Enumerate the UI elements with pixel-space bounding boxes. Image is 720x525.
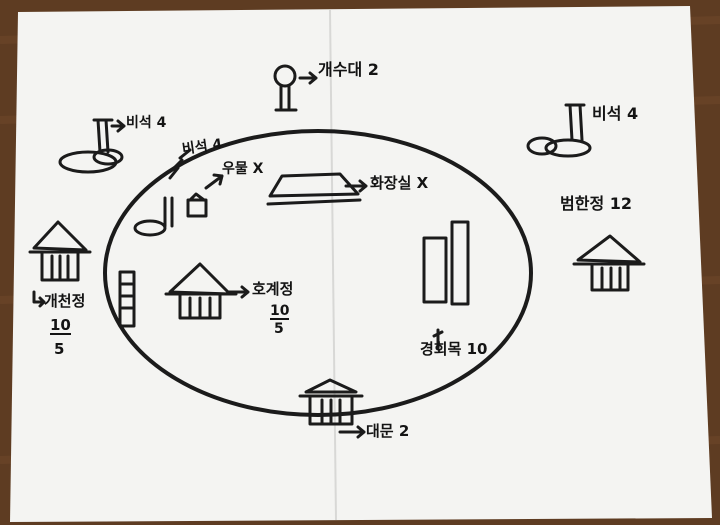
label-gate: 대문 2 xyxy=(366,422,410,440)
monument-drawing-top-left xyxy=(58,118,126,174)
water-fountain-drawing xyxy=(273,64,318,112)
label-house-left: 개천정 xyxy=(44,292,86,310)
gate-drawing xyxy=(298,378,366,439)
label-water-fountain: 개수대 2 xyxy=(318,60,379,79)
label-monument-top-right: 비석 4 xyxy=(592,104,639,123)
label-house-right: 범한정 12 xyxy=(560,194,632,213)
restroom-pavilion-drawing xyxy=(266,172,368,206)
house-drawing-left xyxy=(28,220,92,308)
paper-sheet xyxy=(10,6,712,522)
label-house-center-denominator: 5 xyxy=(274,321,284,337)
label-house-center-numerator: 10 xyxy=(270,303,290,320)
label-tree: 경회목 10 xyxy=(420,340,488,358)
label-house-left-numerator: 10 xyxy=(50,316,71,335)
main-oval xyxy=(103,129,533,417)
house-drawing-center xyxy=(164,262,250,320)
monument-drawing-inner xyxy=(133,148,192,237)
label-house-left-denominator: 5 xyxy=(54,340,65,358)
stone-lantern-drawing xyxy=(118,270,136,328)
label-well: 우물 X xyxy=(222,161,264,177)
label-restroom: 화장실 X xyxy=(370,174,429,192)
label-house-center: 호계정 xyxy=(252,280,294,298)
label-monument-top-left: 비석 4 xyxy=(126,115,167,131)
pillar-drawing xyxy=(422,220,470,350)
house-drawing-right xyxy=(572,234,646,292)
well-drawing xyxy=(186,173,224,218)
monument-drawing-top-right xyxy=(526,103,592,158)
